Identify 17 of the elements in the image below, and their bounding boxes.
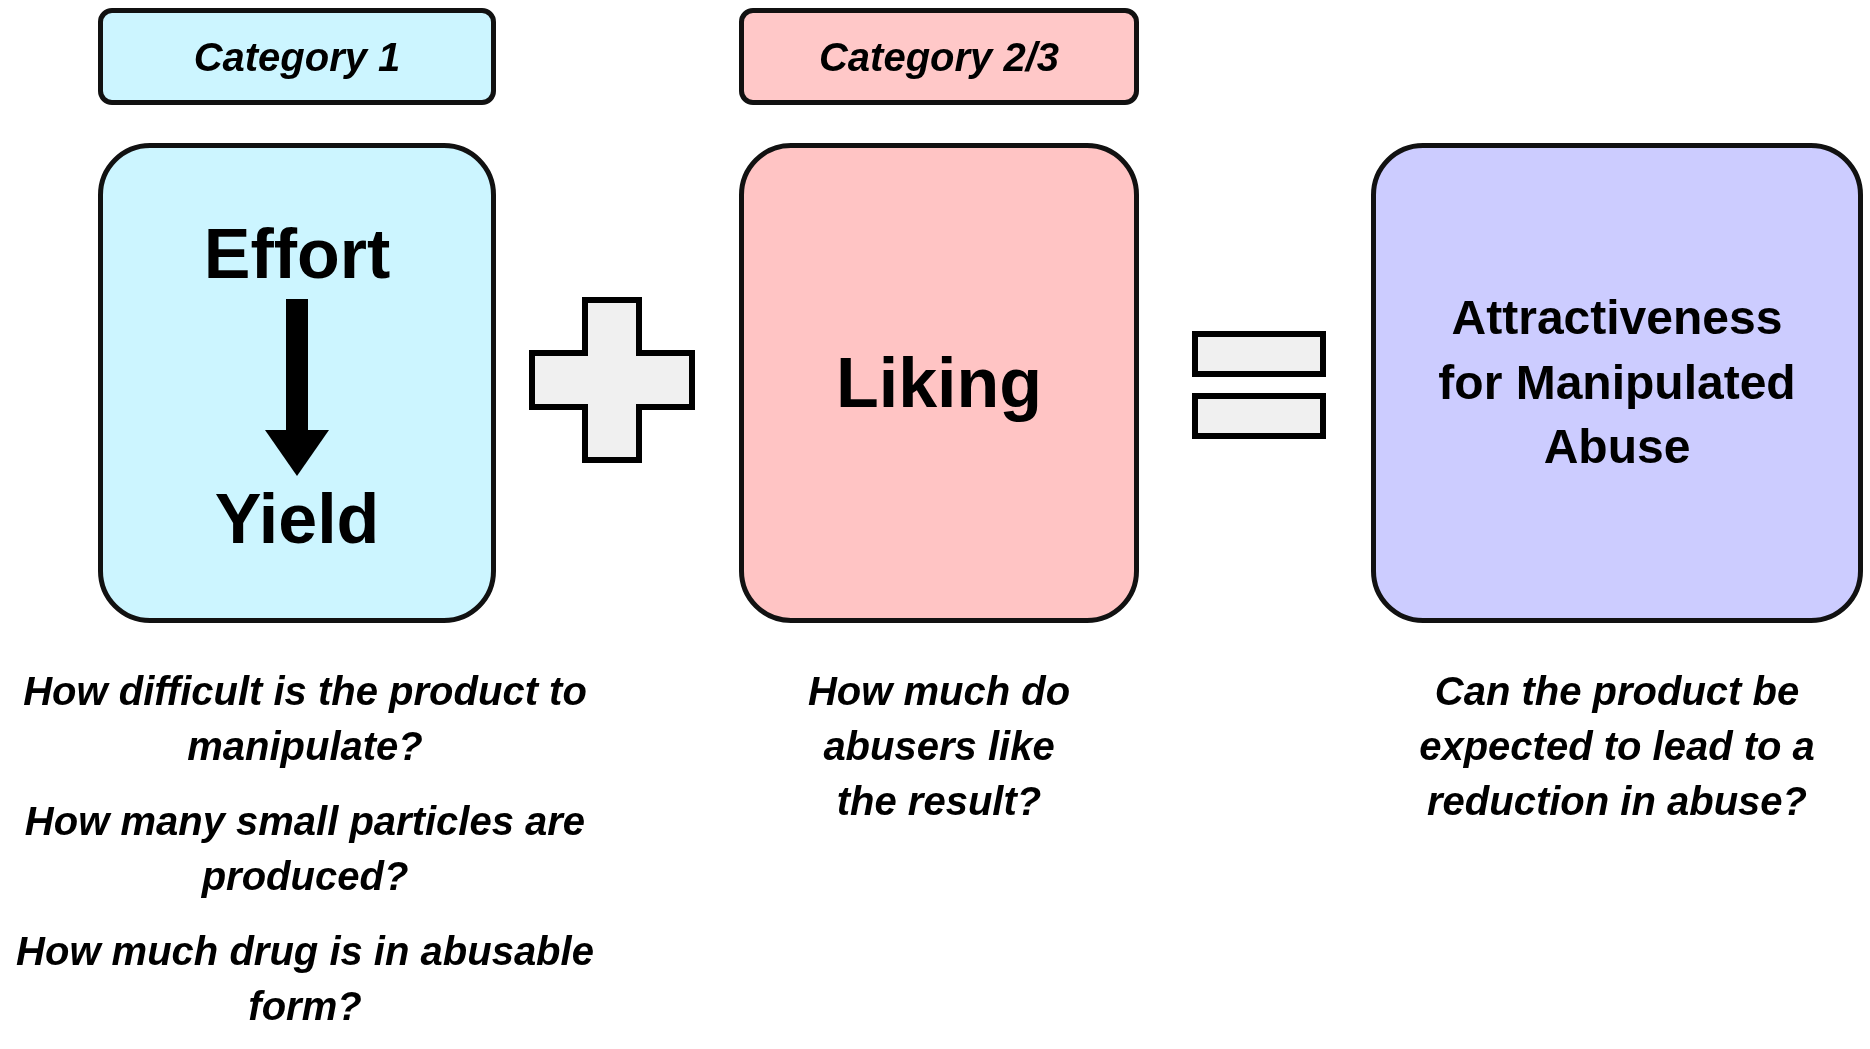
concept-box [1371,143,1863,623]
question-text: Can the product be expected to lead to a reduction in abuse? [1418,668,1816,825]
category-label: Category 2/3 [818,34,1060,79]
question-text: How much do abusers like the result? [806,668,1072,825]
category-label: Category 1 [193,34,401,79]
question-text: How many small particles are produced? [23,798,587,900]
question-text: How difficult is the product to manipulate? [22,668,588,770]
down-arrow [265,299,329,476]
question-text: How much drug is in abusable form? [15,928,595,1030]
box-label: Liking [835,344,1043,422]
concept-box [739,143,1139,623]
box-label: Attractiveness for Manipulated Abuse [1437,289,1797,476]
category-tag [98,8,496,105]
box-label: Yield [214,480,380,558]
concept-box [98,143,496,623]
category-tag [739,8,1139,105]
box-label: Effort [203,215,391,293]
